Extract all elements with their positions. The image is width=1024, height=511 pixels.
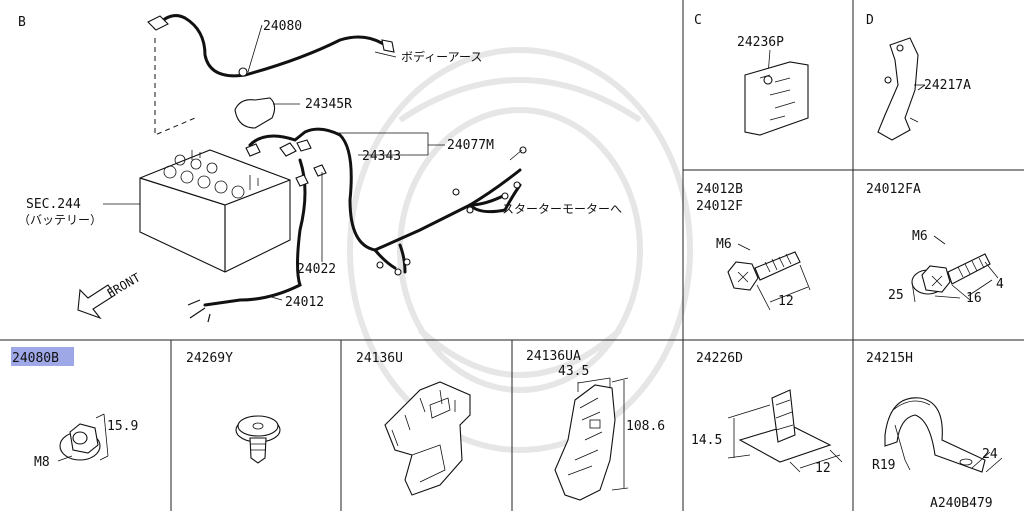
bolt-icon [727,251,801,291]
label-24269y: 24269Y [186,351,233,366]
panel-clip-24226d: 24226D 14.5 12 [691,351,843,476]
label-bolt-b-length: 12 [778,294,794,309]
panel-bolt-24012fa: 24012FA M6 25 16 4 [866,182,1004,306]
label-24217a: 24217A [924,78,971,93]
panel-b-letter: B [18,15,26,30]
label-24012f: 24012F [696,199,743,214]
label-starter-motor: スターターモーターへ [502,202,622,216]
panel-d: D 24217A [866,13,971,141]
label-24012: 24012 [285,295,324,310]
label-clip-d-width: 12 [815,461,831,476]
bracket-24136ua-icon [554,384,616,501]
label-battery: （バッテリー） [18,213,102,227]
label-clamp-width: 24 [982,447,998,462]
label-24343: 24343 [362,149,401,164]
flange-nut-icon [59,423,101,461]
panel-clip-24269y: 24269Y [186,351,281,464]
protector-24236p [744,61,809,136]
label-nut-thread: M8 [34,455,50,470]
label-24345r: 24345R [305,97,352,112]
watermark [347,47,693,453]
label-24022: 24022 [297,262,336,277]
panel-clamp-24215h: 24215H R19 24 [866,351,1003,473]
label-sec244: SEC.244 [26,197,81,212]
battery-illustration [139,149,291,273]
label-bolt-b-thread: M6 [716,237,732,252]
label-front: FRONT [105,270,143,300]
label-24012fa: 24012FA [866,182,921,197]
label-clamp-radius: R19 [872,458,895,473]
label-bolt-fa-dim-16: 16 [966,291,982,306]
label-bolt-fa-dim-4: 4 [996,277,1004,292]
label-24077m: 24077M [447,138,494,153]
label-bracket-ua-width: 43.5 [558,364,589,379]
panel-bracket-24136u: 24136U [356,351,471,496]
earth-dashed-leader [154,38,196,136]
panel-b: B [18,14,622,323]
label-bolt-fa-dim-25: 25 [888,288,904,303]
clip-24226d-icon [738,389,832,463]
diagram-code: A240B479 [930,496,993,511]
label-body-earth: ボディーアース [401,49,482,64]
label-24236p: 24236P [737,35,784,50]
clamp-24215h-icon [884,397,986,473]
label-nut-dim: 15.9 [107,419,138,434]
label-24136u: 24136U [356,351,403,366]
panel-c: C 24236P [694,13,809,136]
bracket-24136u-icon [384,381,471,496]
label-24215h: 24215H [866,351,913,366]
label-24012b: 24012B [696,182,743,197]
panel-bolt-24012b: 24012B 24012F M6 12 [696,182,811,311]
panel-c-letter: C [694,13,702,28]
terminal-cover-24345r [234,97,276,129]
panel-nut-24080b: 24080B 15.9 M8 [11,347,138,470]
label-24226d: 24226D [696,351,743,366]
label-bracket-ua-height: 108.6 [626,419,665,434]
label-24080b: 24080B [12,351,59,366]
front-arrow-icon [77,284,116,320]
panel-d-letter: D [866,13,874,28]
ring-terminal-icon [147,15,169,31]
label-24080: 24080 [263,19,302,34]
label-24136ua: 24136UA [526,349,581,364]
push-clip-icon [235,415,281,464]
highlight-24080b [11,347,74,366]
panel-bracket-24136ua: 24136UA 43.5 108.6 [526,349,665,501]
label-bolt-fa-thread: M6 [912,229,928,244]
label-clip-d-height: 14.5 [691,433,722,448]
bracket-24217a [877,37,919,141]
flange-bolt-icon [911,253,991,295]
callout-lines [103,24,523,301]
